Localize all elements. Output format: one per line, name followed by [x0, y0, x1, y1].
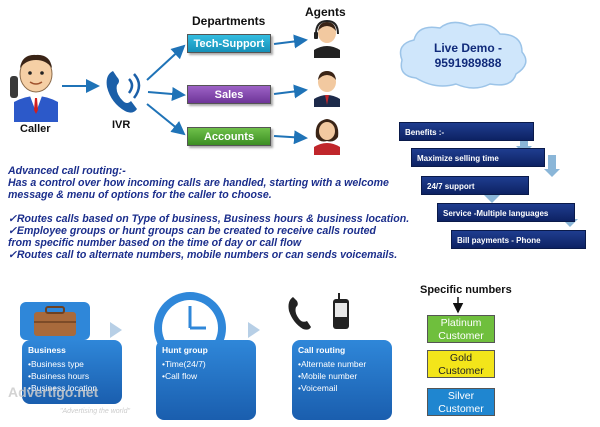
specific-numbers-heading: Specific numbers [420, 284, 512, 296]
feature-point: ✓Employee groups or hunt groups can be c… [8, 225, 376, 237]
ivr-to-accounts-arrow [146, 103, 186, 136]
accounts-to-agent-arrow [273, 130, 308, 145]
panel-item: Business location [28, 382, 116, 394]
gold-customer-box: Gold Customer [427, 350, 495, 378]
live-demo-phone: 9591989888 [434, 56, 502, 70]
benefits-heading: Benefits :- [399, 122, 534, 141]
business-panel: Business Business type Business hours Bu… [22, 340, 122, 404]
benefit-item: Service -Multiple languages [437, 203, 575, 222]
briefcase-icon [20, 302, 90, 340]
watermark-brand: Advertigo.net [8, 384, 99, 400]
panel-item: Business type [28, 358, 116, 370]
tech-to-agent-arrow [273, 34, 308, 49]
agent-male-icon [314, 71, 340, 107]
panel-item: Call flow [162, 370, 250, 382]
panel-item: Business hours [28, 370, 116, 382]
description-line: Has a control over how incoming calls ar… [8, 177, 389, 189]
benefit-item: 24/7 support [421, 176, 529, 195]
watermark-tagline: "Advertising the world" [60, 408, 130, 415]
tier-name: Gold [449, 352, 473, 364]
description-text: Advanced call routing:- Has a control ov… [8, 165, 410, 261]
hunt-group-panel: Hunt group Time(24/7) Call flow [156, 340, 256, 420]
panel-item: Mobile number [298, 370, 386, 382]
chevron-arrow-2 [248, 322, 260, 338]
description-heading: Advanced call routing:- [8, 165, 126, 177]
tier-label: Customer [438, 403, 484, 415]
chevron-arrow-1 [110, 322, 122, 338]
agents-heading: Agents [305, 5, 346, 19]
sales-to-agent-arrow [273, 84, 308, 99]
department-tech-support: Tech-Support [187, 34, 271, 53]
feature-point: ✓Routes calls based on Type of business,… [8, 213, 410, 225]
benefit-item: Bill payments - Phone [451, 230, 586, 249]
panel-item: Voicemail [298, 382, 386, 394]
department-accounts: Accounts [187, 127, 271, 146]
departments-heading: Departments [192, 14, 266, 28]
caller-icon [10, 54, 58, 122]
tier-name: Platinum [440, 317, 482, 329]
feature-point: from specific number based on the time o… [8, 237, 302, 249]
ivr-phone-icon [106, 71, 141, 113]
ivr-to-tech-arrow [146, 44, 186, 81]
ivr-label: IVR [112, 119, 131, 131]
panel-item: Time(24/7) [162, 358, 250, 370]
live-demo-text: Live Demo - 9591989888 [420, 41, 516, 71]
tier-label: Customer [438, 330, 484, 342]
call-routing-panel: Call routing Alternate number Mobile num… [292, 340, 392, 420]
phone-mobile-icon [288, 293, 349, 330]
live-demo-label: Live Demo - [433, 41, 502, 55]
live-demo-cloud-icon [399, 21, 527, 89]
platinum-customer-box: Platinum Customer [427, 315, 495, 343]
feature-point: ✓Routes call to alternate numbers, mobil… [8, 249, 398, 261]
department-sales: Sales [187, 85, 271, 104]
tier-name: Silver [447, 390, 475, 402]
panel-title: Call routing [298, 345, 346, 355]
agent-headset-icon [314, 20, 340, 58]
silver-customer-box: Silver Customer [427, 388, 495, 416]
agent-female-icon [314, 119, 340, 155]
description-line: message & menu of options for the caller… [8, 189, 272, 201]
ivr-to-sales-arrow [147, 87, 186, 101]
panel-title: Hunt group [162, 345, 208, 355]
tier-label: Customer [438, 365, 484, 377]
panel-title: Business [28, 345, 66, 355]
caller-label: Caller [20, 123, 51, 135]
panel-item: Alternate number [298, 358, 386, 370]
benefit-item: Maximize selling time [411, 148, 545, 167]
clock-icon [154, 292, 226, 344]
